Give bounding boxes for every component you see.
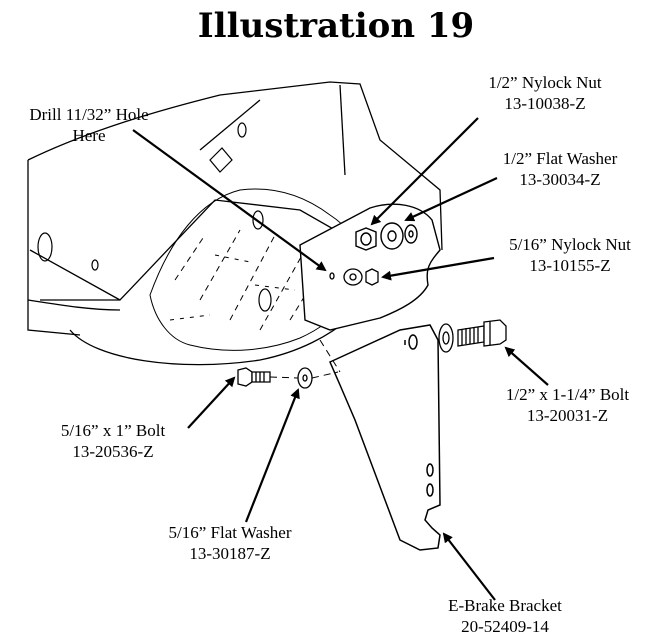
flat-washer-5-16-part: 13-30187-Z <box>189 544 271 563</box>
five-sixteenth-washer-shape <box>297 367 313 389</box>
bolt-5-16-leader <box>187 376 236 429</box>
nylock-nut-half-label: 1/2” Nylock Nut 13-10038-Z <box>455 72 635 114</box>
flat-washer-half-leader <box>404 177 498 222</box>
nylock-nut-half-name: 1/2” Nylock Nut <box>488 73 602 92</box>
quilted-panel <box>149 188 361 351</box>
nylock-nut-5-16-part: 13-10155-Z <box>529 256 611 275</box>
nylock-nut-5-16-name: 5/16” Nylock Nut <box>509 235 631 254</box>
five-sixteenth-bolt-shape <box>237 367 271 387</box>
flat-washer-half-name: 1/2” Flat Washer <box>502 149 618 168</box>
ebrake-bracket-leader <box>442 532 496 601</box>
bolt-half-part: 13-20031-Z <box>526 406 609 425</box>
bolt-5-16-part: 13-20536-Z <box>72 442 154 461</box>
half-inch-hardware <box>355 222 418 251</box>
nylock-nut-half-leader <box>370 117 479 226</box>
bolt-half-leader <box>504 346 549 386</box>
ebrake-bracket-label: E-Brake Bracket 20-52409-14 <box>420 595 590 637</box>
flat-washer-5-16-label: 5/16” Flat Washer 13-30187-Z <box>135 522 325 564</box>
drill-hole-line2: Here <box>72 126 106 145</box>
drill-hole-leader <box>132 129 327 272</box>
nylock-nut-5-16-leader <box>381 256 495 281</box>
flat-washer-5-16-leader <box>244 388 300 523</box>
ebrake-bracket-part: 20-52409-14 <box>461 617 549 636</box>
half-inch-bolt-shape <box>438 319 507 353</box>
bolt-5-16-label: 5/16” x 1” Bolt 13-20536-Z <box>38 420 188 462</box>
nylock-nut-5-16-label: 5/16” Nylock Nut 13-10155-Z <box>475 234 665 276</box>
flat-washer-half-part: 13-30034-Z <box>519 170 601 189</box>
flat-washer-half-label: 1/2” Flat Washer 13-30034-Z <box>470 148 650 190</box>
bolt-half-name: 1/2” x 1-1/4” Bolt <box>505 385 630 404</box>
drill-hole-line1: Drill 11/32” Hole <box>29 105 149 124</box>
assembly-axes <box>269 339 341 379</box>
frame-holes <box>37 122 272 312</box>
flat-washer-5-16-name: 5/16” Flat Washer <box>168 523 292 542</box>
bolt-half-label: 1/2” x 1-1/4” Bolt 13-20031-Z <box>470 384 665 426</box>
frame-chassis <box>27 81 443 366</box>
ebrake-bracket-shape <box>329 324 441 551</box>
ebrake-bracket-name: E-Brake Bracket <box>448 596 562 615</box>
nylock-nut-half-part: 13-10038-Z <box>504 94 586 113</box>
illustration-title: Illustration 19 <box>197 6 475 46</box>
bolt-5-16-name: 5/16” x 1” Bolt <box>60 421 166 440</box>
drill-hole-label: Drill 11/32” Hole Here <box>14 104 164 146</box>
five-sixteenth-hardware <box>329 268 379 286</box>
leader-arrows <box>132 117 549 601</box>
